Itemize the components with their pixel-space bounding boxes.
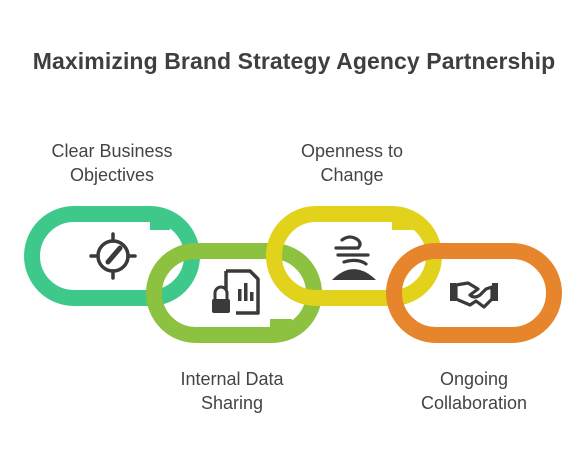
label-openness-to-change: Openness to Change <box>300 141 404 185</box>
locked-data-report-icon <box>212 269 260 315</box>
label-ongoing-collaboration: Ongoing Collaboration <box>420 369 528 413</box>
target-gauge-icon <box>89 232 137 280</box>
handshake-icon <box>450 281 498 309</box>
link-ongoing-collaboration <box>386 243 562 343</box>
label-internal-data-sharing: Internal Data Sharing <box>180 369 284 413</box>
wind-change-icon <box>332 235 376 280</box>
label-clear-business-objectives: Clear Business Objectives <box>51 141 173 185</box>
diagram-title: Maximizing Brand Strategy Agency Partner… <box>32 48 556 74</box>
